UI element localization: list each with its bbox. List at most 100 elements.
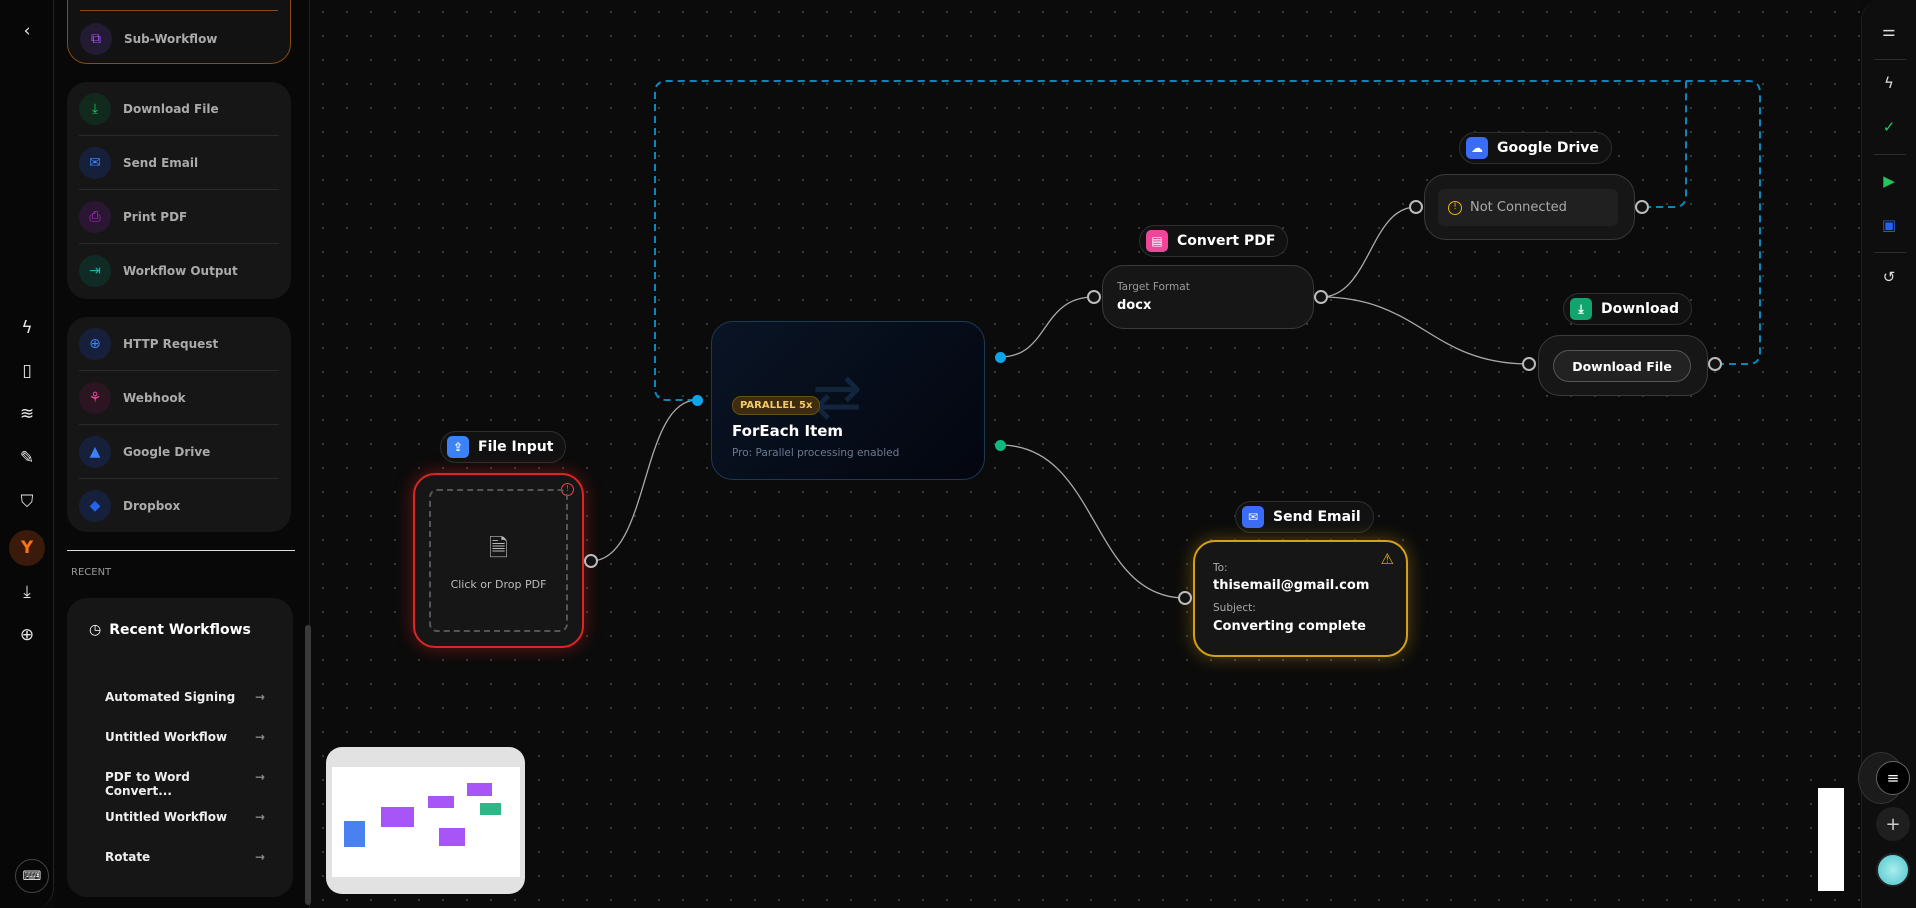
edge-loop-gdrive [1644, 81, 1687, 208]
panel-item-send-email[interactable]: ✉Send Email [79, 136, 279, 190]
convert-input-handle[interactable] [1087, 290, 1101, 304]
card-flow: ⧉ Sub-Workflow [67, 0, 291, 64]
download-icon[interactable]: ⤓ [23, 582, 31, 602]
globe-icon: ⊕ [79, 327, 111, 360]
globe-icon[interactable]: ⊕ [19, 625, 35, 645]
edge-foreach-email [999, 444, 1186, 599]
connection-status[interactable]: ! Not Connected [1438, 189, 1618, 226]
download-node[interactable]: Download File [1538, 335, 1708, 396]
mail-icon: ✉ [79, 146, 111, 179]
download-icon: ⤓ [79, 92, 111, 125]
plus-icon[interactable]: + [1876, 807, 1910, 841]
gdrive-output-handle[interactable] [1635, 200, 1649, 214]
target-format-value[interactable]: docx [1117, 298, 1152, 313]
download-file-button[interactable]: Download File [1553, 350, 1691, 382]
gdrive-input-handle[interactable] [1409, 200, 1423, 214]
convert-pdf-label: ▤Convert PDF [1139, 225, 1289, 257]
document-icon: 🗎 [488, 533, 509, 562]
foreach-done-output-handle[interactable] [995, 440, 1006, 451]
panel-item-print-pdf[interactable]: ⎙Print PDF [79, 190, 279, 244]
panel-item-dropbox[interactable]: ◆Dropbox [79, 479, 279, 533]
download-output-handle[interactable] [1708, 357, 1722, 371]
panel-scrollbar[interactable] [305, 625, 311, 905]
layers-icon[interactable]: ≋ [19, 404, 35, 424]
settings-sliders-icon[interactable]: ⚌ [1882, 22, 1896, 40]
lightning-icon[interactable]: ϟ [1884, 74, 1894, 92]
panel-item-webhook[interactable]: ⚘Webhook [79, 371, 279, 425]
arrow-right-icon: → [254, 690, 265, 704]
minimap-node [428, 796, 454, 808]
edge-fileinput-foreach [590, 399, 698, 562]
edge-convert-gdrive [1320, 206, 1417, 298]
menu-icon[interactable]: ≡ [1876, 761, 1910, 795]
convert-output-handle[interactable] [1314, 290, 1328, 304]
chevron-left-icon[interactable]: ‹ [23, 21, 31, 41]
edge-loop-download [654, 80, 1761, 401]
minimap-node [439, 828, 465, 846]
google-drive-icon: ▲ [79, 435, 111, 468]
file-input-output-handle[interactable] [584, 554, 598, 568]
left-icon-rail: ‹ ϟ ▯ ≋ ✎ ⛉ Y ⤓ ⊕ ⌨ [0, 0, 54, 908]
keyboard-icon[interactable]: ⌨ [15, 859, 49, 893]
user-avatar[interactable] [1876, 853, 1910, 887]
minimap-viewport [332, 767, 520, 877]
panel-item-http-request[interactable]: ⊕HTTP Request [79, 317, 279, 371]
foreach-input-handle[interactable] [692, 395, 703, 406]
arrow-right-icon: → [254, 730, 265, 744]
minimap-node [480, 803, 501, 815]
recent-item[interactable]: Untitled Workflow→ [105, 810, 265, 824]
recent-workflows-title: Recent Workflows [109, 622, 251, 638]
workflow-icon[interactable]: Y [9, 530, 45, 566]
email-subject-value[interactable]: Converting complete [1213, 619, 1366, 634]
panel-item-download-file[interactable]: ⤓Download File [79, 82, 279, 136]
minimap[interactable] [326, 747, 525, 894]
minimap-node [467, 783, 492, 796]
email-to-value[interactable]: thisemail@gmail.com [1213, 578, 1370, 593]
minimap-node [381, 807, 414, 827]
target-format-label: Target Format [1117, 281, 1190, 293]
printer-icon: ⎙ [79, 200, 111, 233]
panel-item-google-drive[interactable]: ▲Google Drive [79, 425, 279, 479]
send-email-node[interactable]: ⚠ To: thisemail@gmail.com Subject: Conve… [1193, 540, 1408, 657]
clock-icon: ◷ [89, 622, 102, 638]
recent-item[interactable]: PDF to Word Convert...→ [105, 770, 265, 798]
pen-tool-icon[interactable]: ✎ [19, 448, 35, 468]
file-upload-icon[interactable]: ▯ [22, 361, 32, 381]
zoom-controls[interactable] [1818, 788, 1844, 891]
warning-triangle-icon: ⚠ [1380, 550, 1394, 568]
foreach-item-output-handle[interactable] [995, 352, 1006, 363]
google-drive-label: ☁Google Drive [1459, 132, 1612, 164]
pdf-dropzone[interactable]: 🗎 Click or Drop PDF [429, 489, 568, 632]
download-input-handle[interactable] [1522, 357, 1536, 371]
panel-item-sub-workflow[interactable]: ⧉ Sub-Workflow [80, 12, 280, 66]
card-output: ⤓Download File ✉Send Email ⎙Print PDF ⇥W… [67, 82, 291, 299]
webhook-icon: ⚘ [79, 381, 111, 414]
email-input-handle[interactable] [1178, 591, 1192, 605]
panel-item-workflow-output[interactable]: ⇥Workflow Output [79, 244, 279, 298]
arrow-right-icon: → [254, 810, 265, 824]
foreach-node[interactable]: ⇄ PARALLEL 5x ForEach Item Pro: Parallel… [711, 321, 985, 480]
save-icon[interactable]: ▣ [1881, 216, 1897, 234]
card-integrations: ⊕HTTP Request ⚘Webhook ▲Google Drive ◆Dr… [67, 317, 291, 532]
shield-icon[interactable]: ⛉ [20, 492, 34, 512]
right-toolbar: ⚌ ϟ ✓ ▶ ▣ ↺ ≡ + [1858, 0, 1916, 908]
recent-item[interactable]: Untitled Workflow→ [105, 730, 265, 744]
mail-icon: ✉ [1242, 506, 1264, 528]
recent-item[interactable]: Rotate→ [105, 850, 265, 864]
play-icon[interactable]: ▶ [1883, 172, 1895, 190]
foreach-subtitle: Pro: Parallel processing enabled [732, 447, 900, 459]
download-icon: ⤓ [1570, 298, 1592, 320]
dropbox-icon: ◆ [79, 490, 111, 522]
recent-item[interactable]: Automated Signing→ [105, 690, 265, 704]
edge-foreach-convert [999, 296, 1095, 358]
download-label: ⤓Download [1563, 293, 1693, 325]
google-drive-node[interactable]: ! Not Connected [1424, 174, 1635, 240]
history-icon[interactable]: ↺ [1882, 268, 1896, 286]
file-input-node[interactable]: ! 🗎 Click or Drop PDF [413, 473, 584, 648]
check-circle-icon[interactable]: ✓ [1882, 118, 1896, 136]
convert-pdf-node[interactable]: Target Format docx [1102, 265, 1314, 329]
divider [67, 550, 295, 551]
recent-section-label: RECENT [71, 567, 112, 578]
lightning-icon[interactable]: ϟ [21, 318, 33, 338]
